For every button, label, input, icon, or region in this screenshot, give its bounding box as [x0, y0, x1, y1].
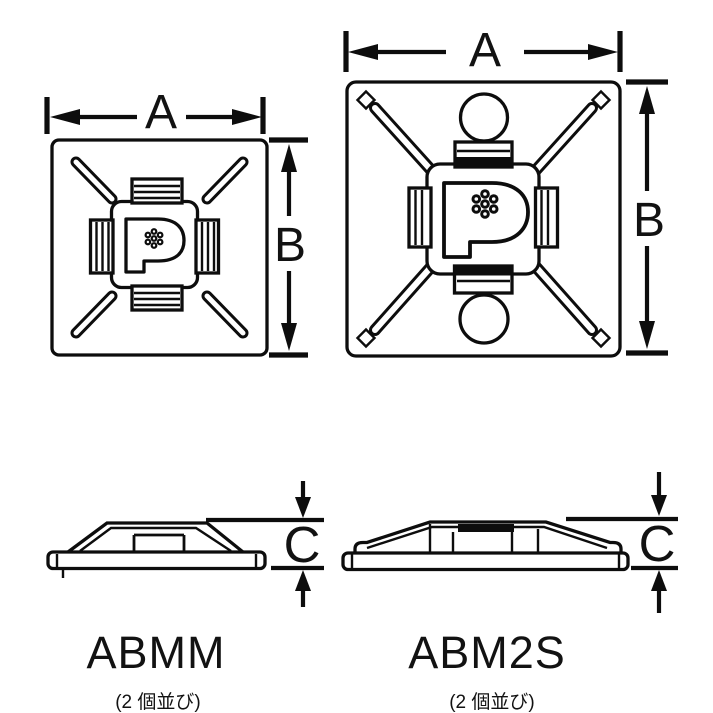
abm2s-corner-holes [355, 89, 612, 349]
dim-label-a: A [145, 86, 177, 139]
abm2s-side-view [341, 520, 630, 572]
abmm-tie-channel-section [132, 533, 186, 551]
abm2s-tie-slot [458, 524, 514, 532]
abm2s-grip-tabs [407, 140, 560, 295]
arrowhead-down [639, 321, 655, 349]
arrowhead-up [639, 86, 655, 114]
arrowhead-down [281, 323, 297, 351]
abm2s-top-view [345, 80, 622, 358]
arrowhead-down [295, 497, 311, 518]
dim-label-c: C [284, 516, 321, 573]
abmm-width-dimension: A [44, 86, 266, 139]
abm2s-cable-channels [369, 102, 598, 336]
abmm-top-view [50, 138, 269, 357]
abm2s-part-name: ABM2S [408, 627, 566, 678]
arrowhead-up [295, 570, 311, 591]
abmm-height-dimension: B [269, 137, 308, 358]
arrowhead-left [348, 44, 378, 60]
flower-mark-icon [144, 228, 164, 249]
flower-mark-icon [471, 189, 499, 219]
abm2s-height-dimension: B [626, 79, 668, 356]
arrowhead-right [588, 44, 618, 60]
abmm-part-caption: (2 個並び) [115, 691, 201, 713]
abmm-side-view [46, 521, 267, 578]
panduit-logo-icon [124, 217, 186, 274]
abm2s-thickness-dimension: C [566, 472, 678, 613]
abmm-thickness-dimension: C [206, 481, 324, 607]
dim-label-b: B [274, 219, 306, 272]
arrowhead-down [651, 495, 667, 516]
mounting-hole-top [458, 92, 510, 143]
dim-label-a: A [469, 24, 501, 77]
abm2s-profile-outer [353, 520, 623, 553]
arrowhead-up [651, 570, 667, 591]
dim-label-b: B [633, 194, 665, 247]
abmm-cable-slots [70, 156, 249, 339]
abm2s-width-dimension: A [343, 24, 623, 77]
abmm-profile-outer [67, 521, 245, 554]
abmm-grip-tabs [88, 177, 221, 312]
mounting-hole-bottom [458, 293, 510, 345]
dim-label-c: C [639, 515, 676, 572]
abm2s-part-caption: (2 個並び) [449, 691, 535, 713]
abmm-base-plate [46, 550, 267, 571]
abmm-profile-inner [79, 526, 232, 553]
arrowhead-left [50, 109, 80, 125]
abm2s-base-plate [341, 551, 630, 572]
arrowhead-up [281, 144, 297, 172]
abmm-part-name: ABMM [87, 627, 226, 678]
panduit-logo-icon [442, 181, 530, 259]
arrowhead-right [232, 109, 262, 125]
abm2s-tie-channel-section [428, 524, 540, 552]
